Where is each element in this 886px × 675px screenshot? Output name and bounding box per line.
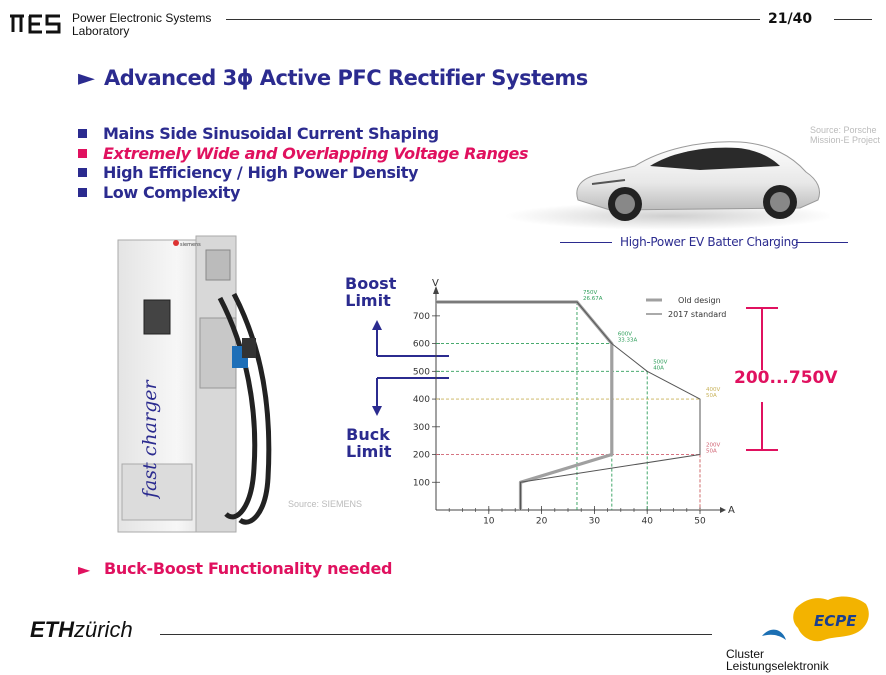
x-tick-label: 30 bbox=[589, 517, 601, 527]
siemens-source: Source: SIEMENS bbox=[288, 499, 363, 509]
bullet-square-icon bbox=[78, 168, 87, 178]
bullet-item: High Efficiency / High Power Density bbox=[78, 163, 528, 183]
x-axis-arrow-icon bbox=[720, 507, 726, 513]
series-2017-standard bbox=[436, 301, 701, 510]
bullet-item: Extremely Wide and Overlapping Voltage R… bbox=[78, 144, 528, 164]
voltage-current-chart: A V 10 20 30 40 50 100 200 300 400 500 600 700 750V26.… bbox=[413, 278, 735, 527]
charger-image: fast charger siemens bbox=[117, 235, 272, 533]
x-tick-label: 50 bbox=[694, 517, 706, 527]
leistungselektronik-label: Leistungselektronik bbox=[726, 659, 829, 673]
y-axis-arrow-icon bbox=[433, 286, 439, 294]
eth-logo: ETHzürich bbox=[30, 617, 133, 642]
bullet-text: High Efficiency / High Power Density bbox=[103, 163, 419, 183]
slide-title: Advanced 3ϕ Active PFC Rectifier Systems bbox=[104, 66, 588, 90]
pes-logo bbox=[10, 14, 61, 34]
voltage-range: 200...750V bbox=[734, 368, 838, 388]
porsche-source: Source: Porsche Mission-E Project bbox=[810, 125, 881, 145]
charger-logo: siemens bbox=[180, 242, 201, 248]
annotation-label: 750V bbox=[583, 290, 597, 296]
header-rule bbox=[226, 19, 760, 20]
annotation-label: 50A bbox=[706, 393, 717, 399]
bullet-text: Extremely Wide and Overlapping Voltage R… bbox=[103, 143, 529, 163]
ecpe-text: ECPE bbox=[814, 612, 857, 630]
x-tick-label: 10 bbox=[483, 517, 495, 527]
x-tick-label: 40 bbox=[641, 517, 653, 527]
page-number: 21/40 bbox=[768, 11, 813, 27]
annotation-label: 50A bbox=[706, 449, 717, 455]
bottom-arrow-icon: ► bbox=[78, 560, 91, 579]
limit-arrows bbox=[372, 320, 449, 416]
caption-rule-right bbox=[796, 242, 848, 243]
annotation-label: 40A bbox=[653, 365, 664, 371]
bullet-square-icon bbox=[78, 129, 87, 139]
bullet-text: Low Complexity bbox=[103, 182, 241, 202]
header-rule-right bbox=[834, 19, 872, 20]
legend-2017-standard: 2017 standard bbox=[668, 310, 726, 319]
y-tick-label: 600 bbox=[413, 340, 430, 350]
title-arrow-icon: ► bbox=[78, 66, 95, 91]
car-caption: High-Power EV Batter Charging bbox=[620, 235, 799, 249]
charger-brand: fast charger bbox=[139, 379, 161, 500]
y-tick-label: 300 bbox=[413, 423, 430, 433]
annotation-label: 500V bbox=[653, 359, 667, 365]
y-axis-label: V bbox=[432, 278, 439, 289]
cluster-label: Cluster bbox=[726, 647, 765, 661]
series-old-design bbox=[436, 300, 614, 510]
bullet-item: Mains Side Sinusoidal Current Shaping bbox=[78, 124, 528, 144]
bullet-square-icon bbox=[78, 148, 87, 158]
bullet-square-icon bbox=[78, 187, 87, 197]
car-image bbox=[505, 141, 830, 230]
footer-rule bbox=[160, 634, 712, 635]
x-axis-label: A bbox=[728, 505, 735, 516]
caption-rule-left bbox=[560, 242, 612, 243]
annotation-label: 600V bbox=[618, 332, 632, 338]
lab-name: Power Electronic Systems Laboratory bbox=[72, 11, 212, 38]
y-tick-label: 100 bbox=[413, 478, 430, 488]
annotation-label: 400V bbox=[706, 387, 720, 393]
legend-old-design: Old design bbox=[678, 296, 721, 305]
range-bar bbox=[746, 307, 778, 451]
annotation-label: 26.67A bbox=[583, 296, 603, 302]
y-tick-label: 200 bbox=[413, 451, 430, 461]
bullet-text: Mains Side Sinusoidal Current Shaping bbox=[103, 124, 439, 144]
x-tick-label: 20 bbox=[536, 517, 548, 527]
y-tick-label: 500 bbox=[413, 367, 430, 377]
ecpe-logo: ECPE bbox=[762, 596, 869, 642]
buck-boost-statement: Buck-Boost Functionality needed bbox=[104, 559, 393, 578]
y-tick-label: 400 bbox=[413, 395, 430, 405]
annotation-label: 200V bbox=[706, 443, 720, 449]
bullet-item: Low Complexity bbox=[78, 183, 528, 203]
y-tick-label: 700 bbox=[413, 312, 430, 322]
annotation-label: 33.33A bbox=[618, 338, 638, 344]
